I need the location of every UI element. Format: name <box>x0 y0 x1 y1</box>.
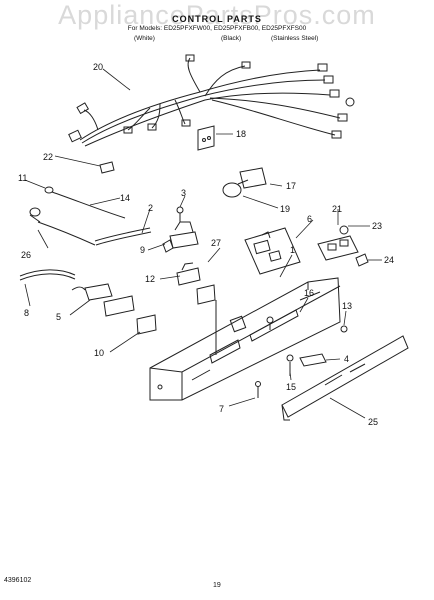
diagram-title: CONTROL PARTS <box>172 14 262 24</box>
part-3-screw <box>176 206 184 222</box>
part-7-screw <box>255 381 261 398</box>
part-13-screw <box>340 325 348 333</box>
part-2-tube <box>94 227 152 246</box>
color-stainless: (Stainless Steel) <box>271 35 319 42</box>
callout-15: 15 <box>286 382 296 392</box>
callout-17: 17 <box>286 181 296 191</box>
part-12-thermostat <box>176 262 201 286</box>
part-18-bracket <box>197 125 215 151</box>
part-1-control-housing <box>149 277 341 401</box>
callout-24: 24 <box>384 255 394 265</box>
callout-8: 8 <box>24 308 29 318</box>
callout-20: 20 <box>93 62 103 72</box>
callout-1: 1 <box>290 245 295 255</box>
footer-page-number: 19 <box>213 582 221 589</box>
callout-6: 6 <box>307 214 312 224</box>
callout-13: 13 <box>342 301 352 311</box>
callout-26: 26 <box>21 250 31 260</box>
callout-25: 25 <box>368 417 378 427</box>
part-10-label <box>136 314 157 335</box>
callout-16: 16 <box>304 288 314 298</box>
part-21-switch-assembly <box>317 225 369 267</box>
part-4-damper <box>286 353 327 376</box>
callout-4: 4 <box>344 354 349 364</box>
part-27-label <box>196 284 216 305</box>
callout-12: 12 <box>145 274 155 284</box>
part-8-harness <box>19 269 76 281</box>
callout-27: 27 <box>211 238 221 248</box>
callout-11: 11 <box>18 173 27 183</box>
part-6-control-board <box>244 227 301 275</box>
leader-lines <box>24 68 382 419</box>
callout-10: 10 <box>94 348 104 358</box>
part-11-sensor <box>29 186 126 246</box>
part-25-console-panel <box>281 335 409 421</box>
watermark: AppliancePartsPros.com <box>58 0 376 30</box>
callout-3: 3 <box>181 188 186 198</box>
callout-18: 18 <box>236 129 246 139</box>
callout-21: 21 <box>332 204 342 214</box>
part-22-clip <box>99 161 115 174</box>
model-list: For Models: ED25PFXFW00, ED25PFXFB00, ED… <box>127 25 307 32</box>
wire-harness <box>68 54 355 147</box>
callout-labels: 20 18 22 11 14 3 17 19 2 6 21 23 9 27 1 … <box>18 62 394 427</box>
callout-9: 9 <box>140 245 145 255</box>
callout-22: 22 <box>43 152 53 162</box>
callout-23: 23 <box>372 221 382 231</box>
callout-2: 2 <box>148 203 153 213</box>
part-17-lamp-socket <box>222 167 267 198</box>
color-white: (White) <box>134 35 155 42</box>
callout-14: 14 <box>120 193 130 203</box>
part-5-switch <box>71 283 135 317</box>
part-9-switch <box>162 221 199 253</box>
color-black: (Black) <box>221 35 242 42</box>
callout-19: 19 <box>280 204 290 214</box>
callout-7: 7 <box>219 404 224 414</box>
footer-code: 4396102 <box>4 577 32 584</box>
callout-5: 5 <box>56 312 61 322</box>
